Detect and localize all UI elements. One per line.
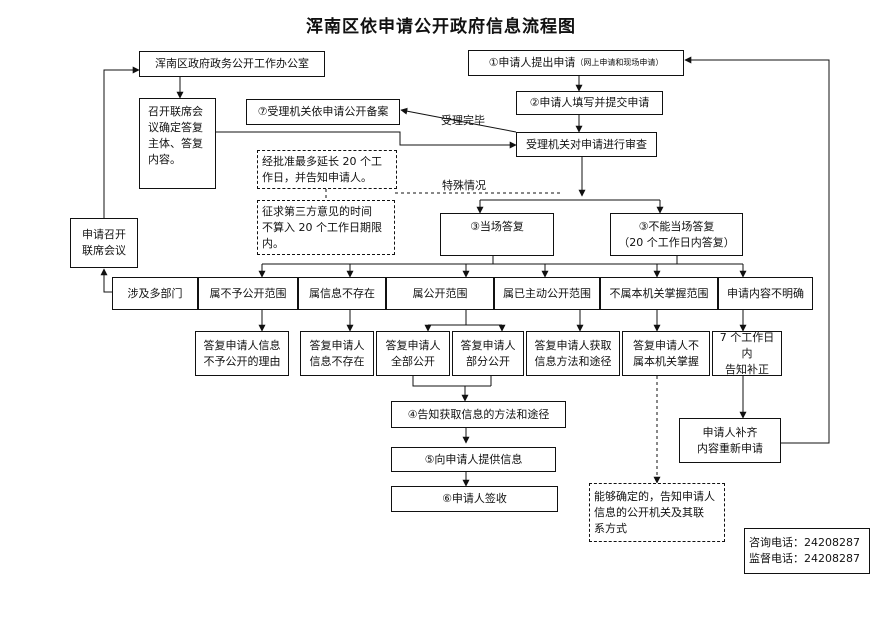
category-already-public: 属已主动公开范围	[494, 277, 600, 310]
onsite-box: ③当场答复	[440, 213, 554, 256]
special-label: 特殊情况	[442, 179, 486, 192]
answer-method: 答复申请人获取 信息方法和途径	[526, 331, 620, 376]
category-not-exist: 属信息不存在	[298, 277, 386, 310]
step4-box: ④告知获取信息的方法和途径	[391, 401, 566, 428]
consult-phone: 咨询电话：24208287	[749, 536, 860, 549]
step1-box: ①申请人提出申请（网上申请和现场申请）	[468, 50, 684, 76]
arrow-meeting-decide-to-review	[215, 131, 517, 149]
resubmit-box: 申请人补齐 内容重新申请	[679, 418, 781, 463]
page-title: 浑南区依申请公开政府信息流程图	[306, 17, 576, 37]
third-party-box: 征求第三方意见的时间 不算入 20 个工作日期限 内。	[257, 200, 395, 255]
supervise-phone: 监督电话：24208287	[749, 552, 860, 565]
contact-box: 咨询电话：24208287 监督电话：24208287	[744, 528, 870, 574]
answer-full-public: 答复申请人 全部公开	[376, 331, 450, 376]
category-not-agency: 不属本机关掌握范围	[600, 277, 718, 310]
answer-not-public-reason: 答复申请人信息 不予公开的理由	[195, 331, 289, 376]
review-box: 受理机关对申请进行审查	[516, 132, 657, 157]
answer-partial-public: 答复申请人 部分公开	[452, 331, 524, 376]
category-public: 属公开范围	[386, 277, 494, 310]
other-agency-box: 能够确定的，告知申请人 信息的公开机关及其联 系方式	[589, 483, 725, 542]
arrow-meeting-apply-to-office	[103, 66, 140, 218]
answer-supplement: 7 个工作日内 告知补正	[712, 331, 782, 376]
step1-sub: （网上申请和现场申请）	[575, 58, 664, 67]
filing-box: ⑦受理机关依申请公开备案	[246, 99, 400, 125]
category-not-public: 属不予公开范围	[198, 277, 298, 310]
answer-not-agency: 答复申请人不 属本机关掌握	[622, 331, 710, 376]
category-multi-dept: 涉及多部门	[112, 277, 198, 310]
category-unclear: 申请内容不明确	[718, 277, 813, 310]
step6-box: ⑥申请人签收	[391, 486, 558, 512]
arrow-multi-to-meeting-apply	[100, 268, 112, 293]
accepted-done-label: 受理完毕	[441, 114, 485, 127]
extension-box: 经批准最多延长 20 个工 作日，并告知申请人。	[257, 150, 397, 189]
meeting-decide-box: 召开联席会 议确定答复 主体、答复 内容。	[139, 98, 216, 189]
step2-box: ②申请人填写并提交申请	[516, 91, 663, 115]
office-box: 浑南区政府政务公开工作办公室	[139, 51, 325, 77]
answer-not-exist: 答复申请人 信息不存在	[300, 331, 374, 376]
meeting-apply-box: 申请召开 联席会议	[70, 218, 138, 268]
step1-main: ①申请人提出申请	[488, 56, 576, 69]
not-onsite-box: ③不能当场答复 （20 个工作日内答复）	[610, 213, 743, 256]
step5-box: ⑤向申请人提供信息	[391, 447, 556, 472]
